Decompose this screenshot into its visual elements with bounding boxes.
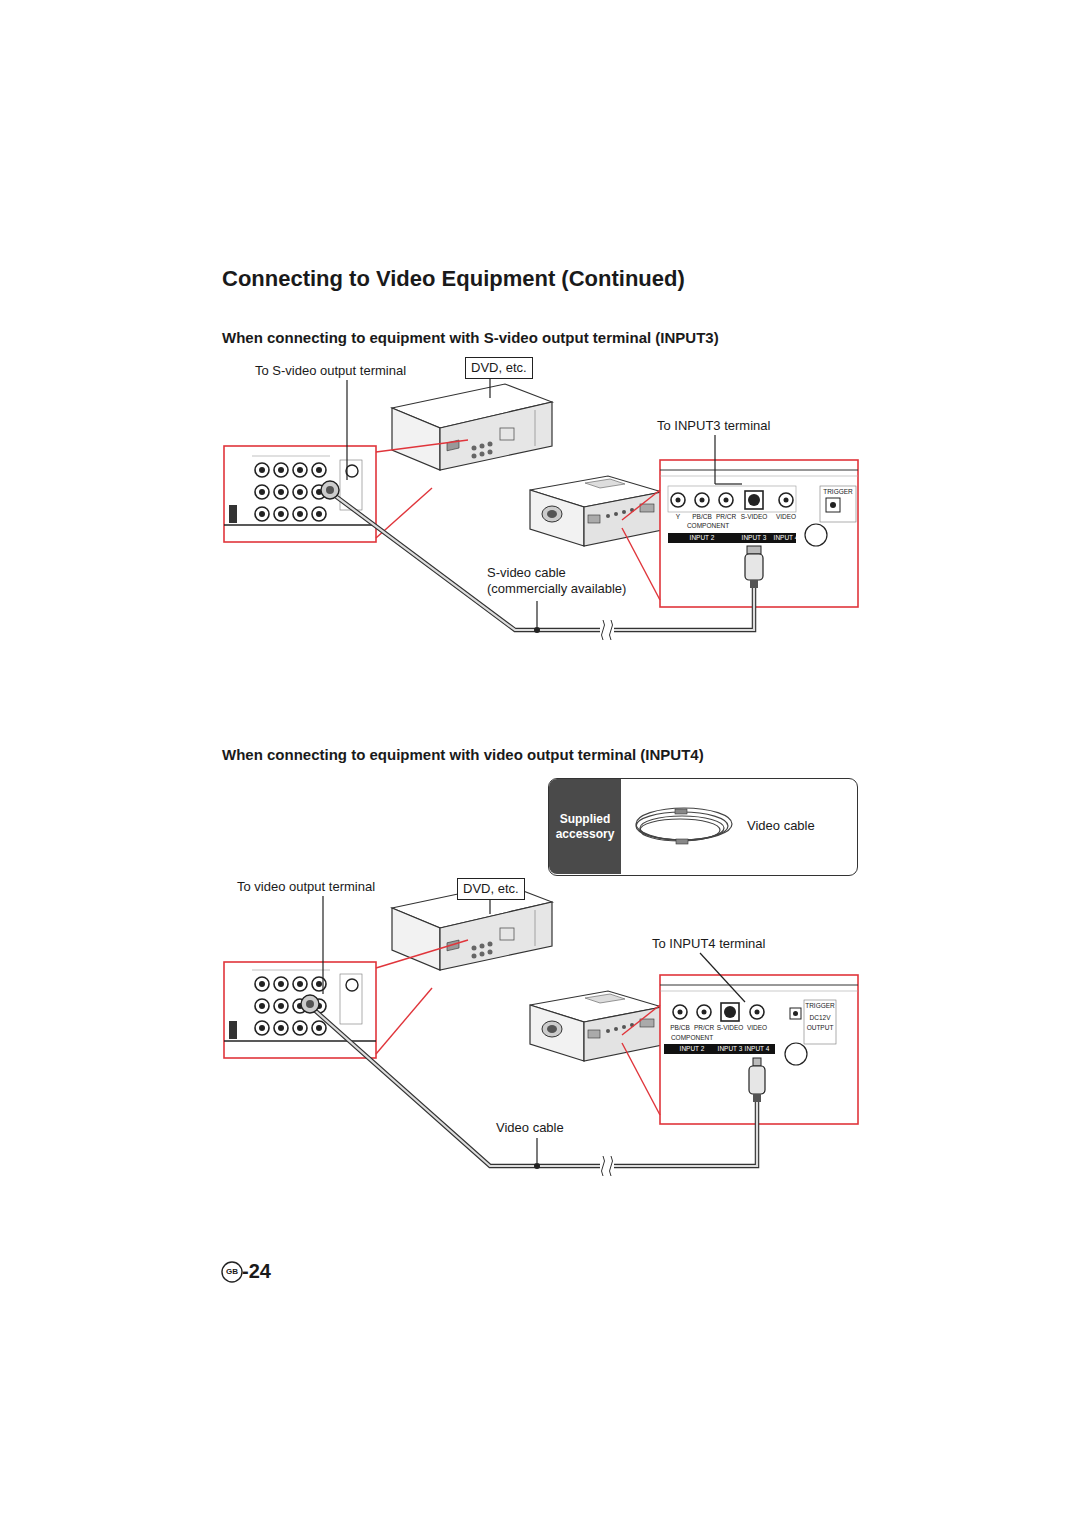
accessory-box: Video cable Supplied accessory bbox=[548, 778, 858, 876]
terminal-label: PB/CB bbox=[670, 1024, 690, 1032]
leader-label: To INPUT3 terminal bbox=[657, 418, 770, 434]
terminal-label: DC12V bbox=[810, 1014, 831, 1022]
terminal-label: INPUT 3 bbox=[718, 1045, 743, 1053]
terminal-label: INPUT 4 bbox=[745, 1045, 770, 1053]
leader-label: Video cable bbox=[496, 1120, 564, 1136]
terminal-label: PR/CR bbox=[716, 513, 736, 521]
terminal-label: VIDEO bbox=[776, 513, 796, 521]
box-text: Video cable bbox=[747, 818, 815, 834]
section-heading: When connecting to equipment with video … bbox=[222, 746, 704, 764]
terminal-label: PB/CB bbox=[692, 513, 712, 521]
terminal-label: VIDEO bbox=[747, 1024, 767, 1032]
terminal-label: Y bbox=[676, 513, 680, 521]
terminal-label: INPUT 4 bbox=[774, 534, 799, 542]
terminal-label: S-VIDEO bbox=[717, 1024, 744, 1032]
accessory-title: Supplied accessory bbox=[553, 812, 617, 841]
terminal-label: COMPONENT bbox=[687, 522, 729, 530]
box-text: DVD, etc. bbox=[463, 881, 519, 897]
leader-label: To video output terminal bbox=[237, 879, 375, 895]
terminal-label: GB bbox=[226, 1267, 238, 1277]
page-title: Connecting to Video Equipment (Continued… bbox=[222, 266, 685, 292]
section-heading: When connecting to equipment with S-vide… bbox=[222, 329, 719, 347]
leader-label: To S-video output terminal bbox=[255, 363, 406, 379]
terminal-label: INPUT 2 bbox=[690, 534, 715, 542]
leader-label: To INPUT4 terminal bbox=[652, 936, 765, 952]
accessory-tab: Supplied accessory bbox=[549, 779, 621, 874]
terminal-label: INPUT 3 bbox=[742, 534, 767, 542]
device-label-box: DVD, etc. bbox=[457, 878, 525, 900]
terminal-label: S-VIDEO bbox=[741, 513, 768, 521]
terminal-label: INPUT 2 bbox=[680, 1045, 705, 1053]
terminal-label: OUTPUT bbox=[807, 1024, 834, 1032]
cable-label: S-video cable (commercially available) bbox=[487, 565, 647, 596]
terminal-label: TRIGGER bbox=[823, 488, 853, 496]
device-label-box: DVD, etc. bbox=[465, 357, 533, 379]
terminal-label: PR/CR bbox=[694, 1024, 714, 1032]
terminal-label: COMPONENT bbox=[671, 1034, 713, 1042]
terminal-label: TRIGGER bbox=[805, 1002, 835, 1010]
box-text: DVD, etc. bbox=[471, 360, 527, 376]
page-number: -24 bbox=[242, 1259, 271, 1283]
